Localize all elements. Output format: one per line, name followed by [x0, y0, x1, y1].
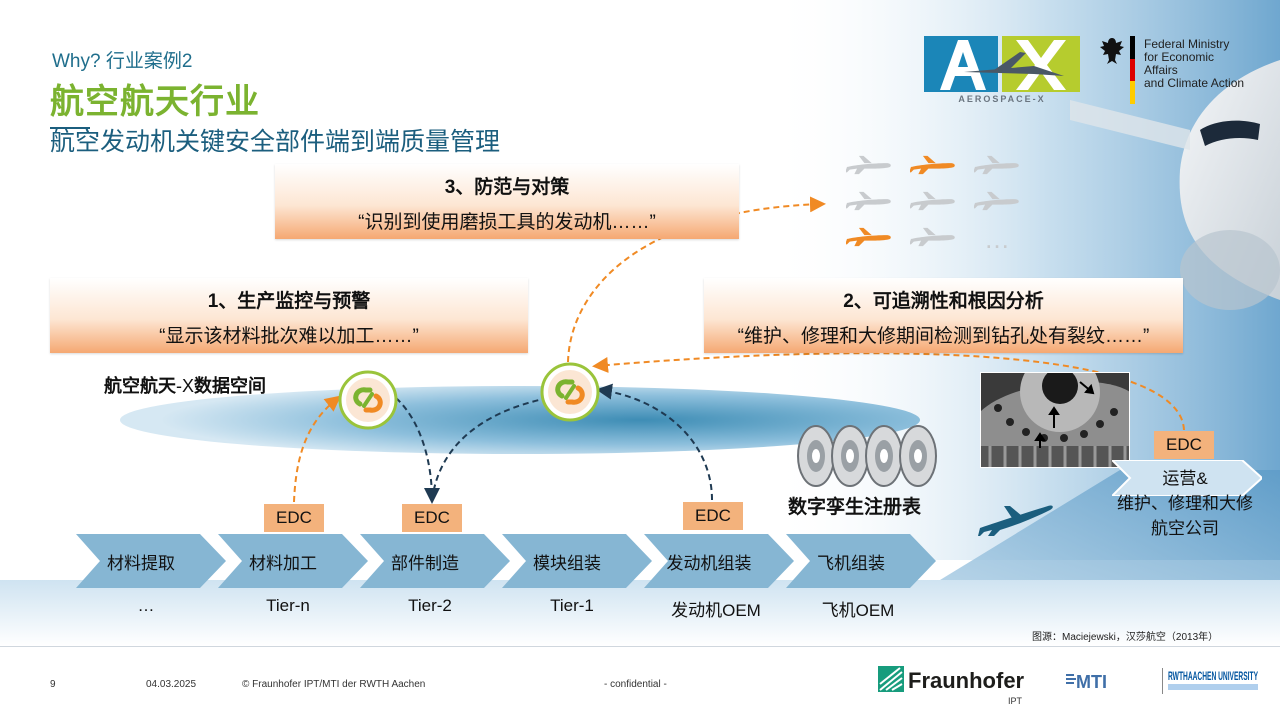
- callout-heading: 3、防范与对策: [444, 177, 570, 198]
- page-subtitle: 航空发动机关键安全部件端到端质量管理: [50, 128, 501, 156]
- chain-step-label: 飞机组装: [817, 553, 885, 573]
- fleet-grid: …: [846, 155, 1019, 250]
- aerospace-x-wordmark: AEROSPACE-X: [958, 94, 1046, 104]
- bmwk-logo: Federal Ministry for Economic Affairs an…: [1098, 36, 1248, 106]
- callout-heading: 2、可追溯性和根因分析: [843, 291, 1044, 312]
- chain-step-label: 部件制造: [391, 553, 459, 573]
- bmwk-line: for Economic Affairs: [1144, 50, 1215, 77]
- bmwk-text: Federal Ministry for Economic Affairs an…: [1144, 38, 1248, 90]
- chevron-shape: [644, 534, 794, 588]
- turbine-discs-icon: [797, 425, 937, 487]
- tier-label: Tier-2: [408, 596, 452, 615]
- bmwk-line: and Climate Action: [1144, 76, 1245, 90]
- chevron-shape: [218, 534, 368, 588]
- bmwk-line: Federal Ministry: [1144, 37, 1230, 51]
- chain-step-label: 材料加工: [249, 553, 317, 573]
- fraunhofer-wordmark: Fraunhofer: [908, 668, 1025, 693]
- callout-traceability: 2、可追溯性和根因分析 “维护、修理和大修期间检测到钻孔处有裂纹……”: [704, 278, 1183, 353]
- chain-step-label: 材料提取: [107, 553, 175, 573]
- footer-divider: [0, 646, 1280, 647]
- callout-countermeasures: 3、防范与对策 “识别到使用磨损工具的发动机……”: [275, 164, 739, 239]
- chain-step: 材料提取: [76, 534, 226, 588]
- mti-wordmark: MTI: [1076, 672, 1107, 692]
- callout-quote: “显示该材料批次难以加工……”: [159, 326, 419, 347]
- fraunhofer-logo: Fraunhofer IPT: [878, 664, 1028, 708]
- tier-label: Tier-n: [266, 596, 310, 615]
- chain-step: 部件制造: [360, 534, 510, 588]
- chevron-shape: [502, 534, 652, 588]
- mti-rwth-logo: MTI RWTHAACHEN UNIVERSITY: [1066, 668, 1258, 694]
- departing-plane-icon: [978, 505, 1053, 536]
- page-number: 9: [50, 679, 56, 690]
- callout-quote: “识别到使用磨损工具的发动机……”: [358, 212, 656, 233]
- fraunhofer-mark-icon: [878, 666, 904, 692]
- rwth-wordmark: RWTHAACHEN UNIVERSITY: [1168, 669, 1258, 683]
- edc-badge-engine-oem: EDC: [683, 502, 743, 530]
- kicker: Why? 行业案例2: [52, 51, 193, 72]
- edc-badge-airline: EDC: [1154, 431, 1214, 459]
- fleet-ellipsis: …: [984, 224, 1010, 250]
- footer-confidential: - confidential -: [604, 679, 667, 690]
- operations-line: 维护、修理和大修: [1117, 494, 1253, 513]
- connector-icon: [338, 370, 398, 430]
- callout-heading: 1、生产监控与预警: [207, 291, 371, 312]
- callout-quote: “维护、修理和大修期间检测到钻孔处有裂纹……”: [737, 326, 1150, 347]
- dataspace-label: 航空航天-X数据空间: [104, 372, 266, 398]
- chevron-shape: [786, 534, 936, 588]
- german-flag-icon: [1130, 36, 1135, 104]
- tier-label: 发动机OEM: [671, 601, 761, 620]
- fraunhofer-unit: IPT: [1008, 696, 1023, 706]
- connector-icon: [540, 362, 600, 422]
- digital-twin-registry-label: 数字孪生注册表: [788, 497, 922, 518]
- eagle-icon: [1100, 38, 1124, 64]
- chain-step: 模块组装: [502, 534, 652, 588]
- page-title: 航空航天行业: [50, 83, 260, 121]
- operations-line: 运营&: [1162, 469, 1208, 488]
- chevron-shape: [360, 534, 510, 588]
- footer-date: 04.03.2025: [146, 679, 197, 690]
- crack-inspection-photo: [980, 372, 1130, 468]
- image-source: 图源：Maciejewski，汉莎航空（2013年）: [1032, 632, 1219, 643]
- operations-line: 航空公司: [1151, 519, 1219, 538]
- chevron-shape: [76, 534, 226, 588]
- callout-production-monitoring: 1、生产监控与预警 “显示该材料批次难以加工……”: [50, 278, 528, 353]
- edc-badge-tier-2: EDC: [402, 504, 462, 532]
- chain-step: 飞机组装: [786, 534, 936, 588]
- dataspace-label-x: -X: [176, 376, 194, 396]
- chain-step: 材料加工: [218, 534, 368, 588]
- footer-copyright: © Fraunhofer IPT/MTI der RWTH Aachen: [242, 679, 426, 690]
- tier-label: …: [137, 596, 155, 615]
- dataspace-label-a: 航空航天: [104, 376, 176, 396]
- operations-chevron: [1112, 460, 1262, 496]
- tier-label: 飞机OEM: [821, 601, 895, 620]
- chain-step-label: 模块组装: [533, 553, 601, 573]
- edc-badge-tier-n: EDC: [264, 504, 324, 532]
- aerospace-x-logo: [924, 36, 1080, 92]
- dataspace-label-b: 数据空间: [194, 376, 266, 396]
- operations-label: 运营& 维护、修理和大修 航空公司: [1100, 466, 1270, 541]
- subtitle-accent-line: [50, 127, 90, 129]
- tier-label: Tier-1: [550, 596, 594, 615]
- chain-step: 发动机组装: [644, 534, 794, 588]
- chain-step-label: 发动机组装: [666, 553, 752, 573]
